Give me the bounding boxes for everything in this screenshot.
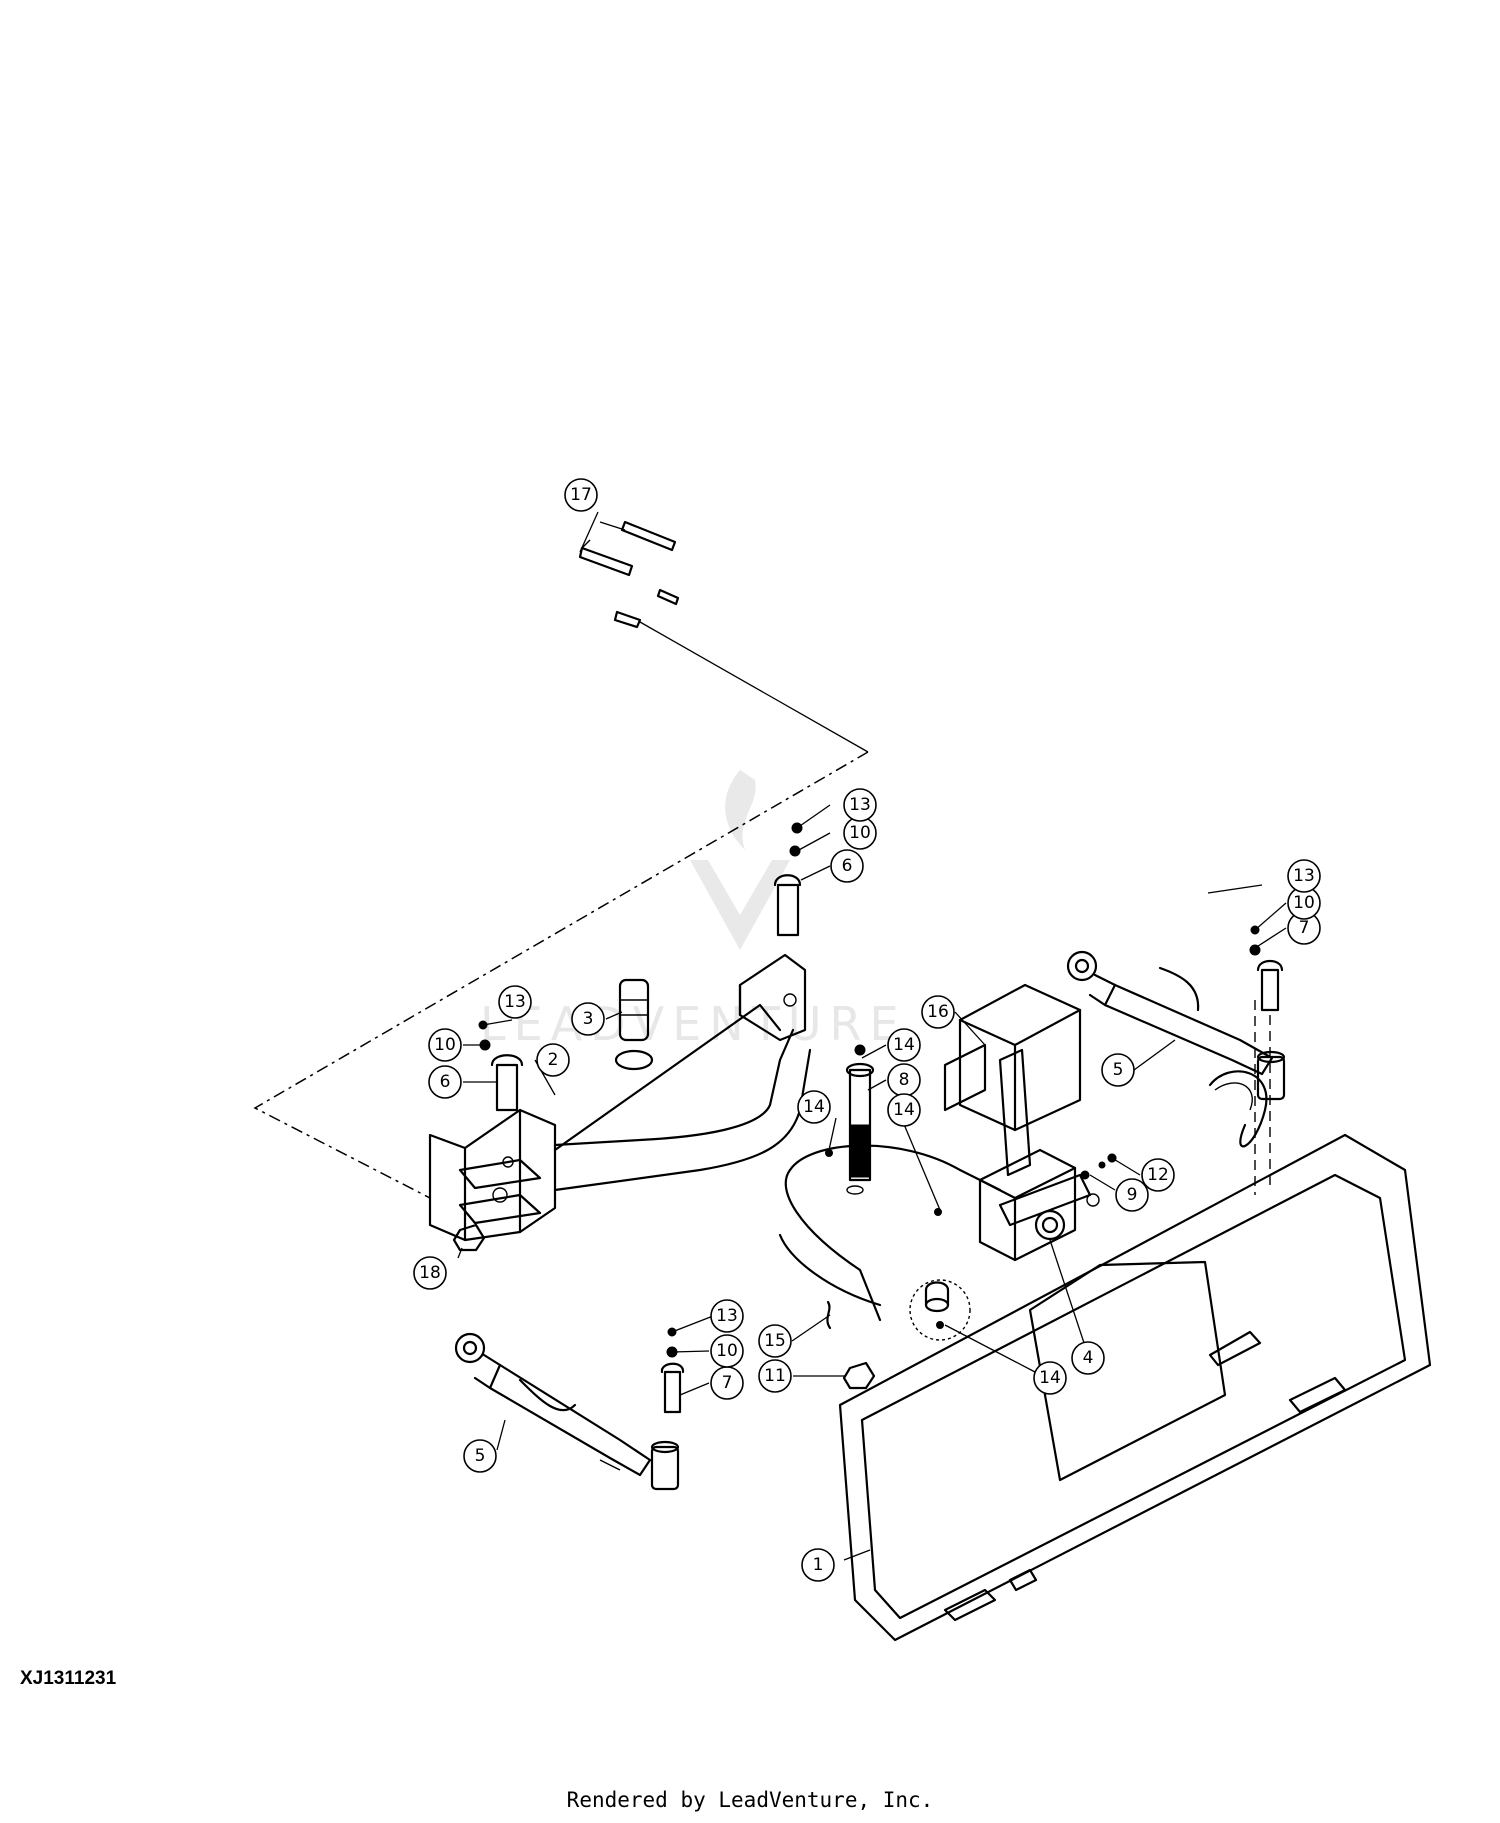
pivot-pin-3 [614,978,654,1071]
svg-text:10: 10 [1293,893,1315,913]
svg-text:14: 14 [893,1100,915,1120]
callout-15: 15 [758,1324,792,1358]
callout-12: 12 [1141,1158,1175,1192]
screw-12 [1098,1153,1117,1169]
decal-16 [943,1043,987,1112]
watermark-logo: LEADVENTURE [480,770,907,1051]
svg-text:10: 10 [716,1341,738,1361]
cylinder-right [1066,925,1286,1195]
svg-text:14: 14 [1039,1368,1061,1388]
svg-text:16: 16 [927,1002,949,1022]
callout-11: 11 [758,1359,792,1393]
svg-text:1: 1 [813,1555,824,1575]
callout-7-left: 7 [710,1366,744,1400]
callout-2: 2 [536,1043,570,1077]
svg-text:12: 12 [1147,1165,1169,1185]
svg-text:6: 6 [842,856,853,876]
mount-frame [778,1070,1432,1642]
svg-text:13: 13 [504,992,526,1012]
svg-text:3: 3 [583,1009,594,1029]
svg-text:14: 14 [893,1035,915,1055]
callout-10-lower: 10 [710,1334,744,1368]
svg-text:18: 18 [419,1263,441,1283]
svg-text:13: 13 [1293,866,1315,886]
svg-text:17: 17 [570,485,592,505]
callout-6-upper: 6 [830,849,864,883]
svg-text:10: 10 [434,1035,456,1055]
callout-13-lower: 13 [710,1299,744,1333]
svg-text:13: 13 [716,1306,738,1326]
callout-14-lower: 14 [1033,1361,1067,1395]
support-arm [428,953,812,1242]
callout-9: 9 [1115,1178,1149,1212]
callout-8: 8 [887,1063,921,1097]
svg-text:9: 9 [1127,1185,1138,1205]
diagram-id: XJ1311231 [20,1668,117,1689]
callout-14-bolt: 14 [887,1028,921,1062]
pin-group-17 [578,520,680,629]
callout-3: 3 [571,1002,605,1036]
bolt-8 [845,1044,875,1195]
callout-10-left: 10 [428,1028,462,1062]
svg-text:5: 5 [475,1446,486,1466]
callout-16: 16 [921,995,955,1029]
leader-17 [639,621,869,753]
valve-block [958,983,1100,1262]
watermark-text: LEADVENTURE [480,997,907,1051]
svg-text:15: 15 [764,1331,786,1351]
svg-text:2: 2 [548,1050,559,1070]
callout-13-upper: 13 [843,788,877,822]
callout-13-left: 13 [498,985,532,1019]
callout-17: 17 [564,478,598,512]
callout-6-left: 6 [428,1065,462,1099]
cylinder-left [454,1327,685,1491]
callout-18: 18 [413,1256,447,1290]
svg-text:5: 5 [1113,1060,1124,1080]
callout-1: 1 [801,1548,835,1582]
svg-text:6: 6 [440,1072,451,1092]
svg-text:8: 8 [899,1070,910,1090]
callout-4: 4 [1071,1341,1105,1375]
svg-text:14: 14 [803,1097,825,1117]
callout-14-left: 14 [797,1090,831,1124]
callout-14-mid: 14 [887,1093,921,1127]
svg-text:10: 10 [849,823,871,843]
svg-text:7: 7 [1299,918,1310,938]
svg-text:4: 4 [1083,1348,1094,1368]
dashed-assembly-line [253,751,869,1199]
nut-18 [452,1223,486,1252]
svg-text:11: 11 [764,1366,786,1386]
callout-13-right: 13 [1287,859,1321,893]
svg-text:13: 13 [849,795,871,815]
callout-5-right: 5 [1101,1053,1135,1087]
render-credit: Rendered by LeadVenture, Inc. [566,1788,934,1812]
svg-text:7: 7 [722,1373,733,1393]
callout-5-left: 5 [463,1439,497,1473]
